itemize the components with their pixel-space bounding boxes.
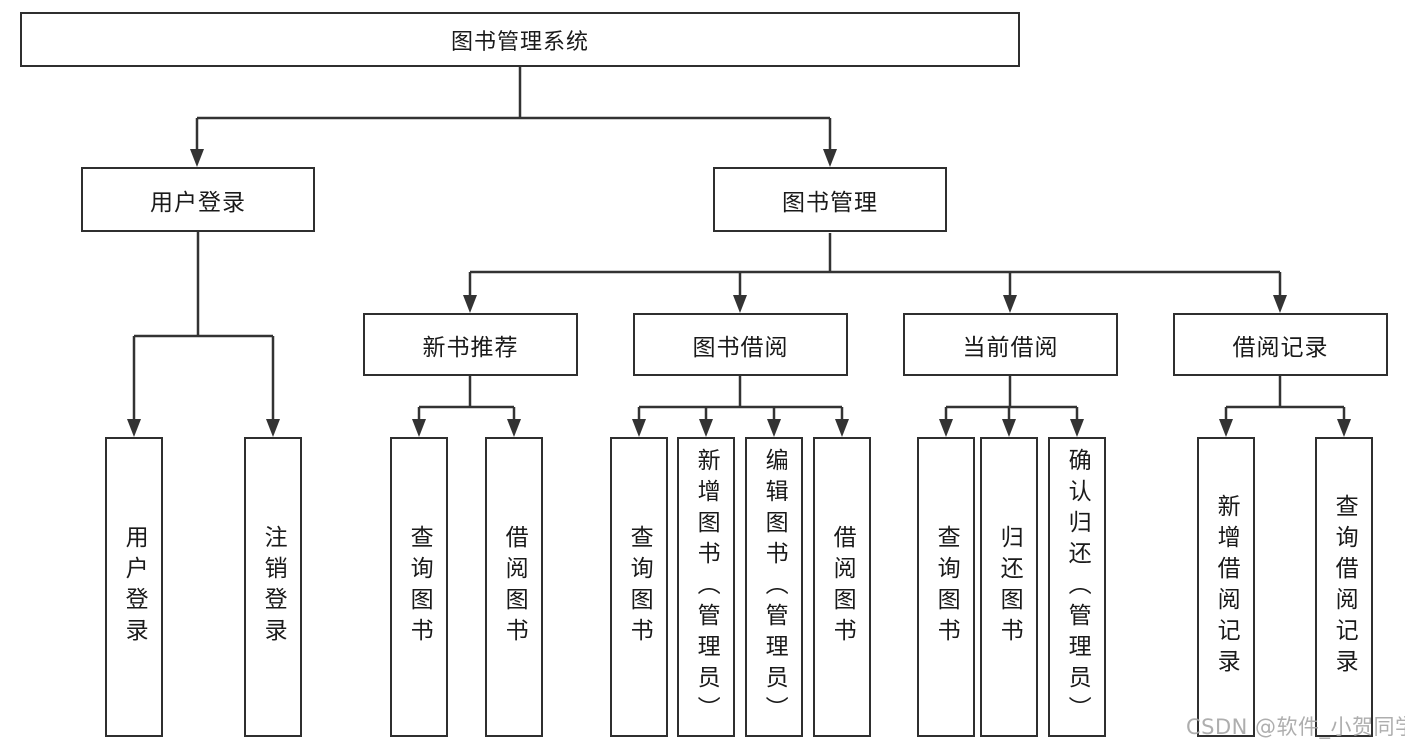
node-borrow-records: 借阅记录: [1173, 313, 1388, 376]
node-user-login-label: 用户登录: [150, 189, 246, 216]
node-book-management: 图书管理: [713, 167, 947, 232]
arrowhead: [1273, 295, 1287, 313]
node-root-label: 图书管理系统: [450, 29, 589, 55]
edges-book-mgmt-to-level2: [463, 233, 1287, 313]
leaf-logout: 注销登录: [244, 437, 302, 737]
leaf-currentborrow-query-books: 查询图书: [917, 437, 975, 737]
arrowhead: [733, 295, 747, 313]
leaf-bookborrow-edit-books-admin-label: 编辑图书（管理员）: [761, 447, 788, 727]
edges-new-books-to-leaves: [412, 376, 521, 437]
leaf-records-add-borrow-record-label: 新增借阅记录: [1213, 494, 1240, 680]
node-borrow-records-label: 借阅记录: [1232, 334, 1329, 361]
edges-current-borrow-to-leaves: [939, 376, 1084, 437]
arrowhead: [1337, 419, 1351, 437]
arrowhead: [1003, 295, 1017, 313]
leaf-bookborrow-add-books-admin-label: 新增图书（管理员）: [693, 447, 720, 727]
node-book-borrow: 图书借阅: [633, 313, 848, 376]
node-book-borrow-label: 图书借阅: [692, 334, 789, 361]
leaf-bookborrow-query-books-label: 查询图书: [626, 525, 653, 649]
arrowhead: [823, 149, 837, 167]
edges-borrow-records-to-leaves: [1219, 376, 1351, 437]
node-user-login: 用户登录: [81, 167, 315, 232]
arrowhead: [699, 419, 713, 437]
leaf-newbooks-query-books: 查询图书: [390, 437, 448, 737]
csdn-watermark: CSDN @软件_小贺同学: [1186, 715, 1405, 739]
node-root: 图书管理系统: [20, 12, 1020, 67]
leaf-records-add-borrow-record: 新增借阅记录: [1197, 437, 1255, 737]
leaf-logout-label: 注销登录: [260, 525, 287, 649]
leaf-newbooks-borrow-books-label: 借阅图书: [501, 525, 528, 649]
arrowhead: [507, 419, 521, 437]
arrowhead: [1219, 419, 1233, 437]
arrowhead: [1070, 419, 1084, 437]
node-current-borrow: 当前借阅: [903, 313, 1118, 376]
leaf-bookborrow-borrow-books: 借阅图书: [813, 437, 871, 737]
leaf-user-login: 用户登录: [105, 437, 163, 737]
leaf-user-login-label: 用户登录: [121, 525, 148, 649]
leaf-bookborrow-edit-books-admin: 编辑图书（管理员）: [745, 437, 803, 737]
leaf-currentborrow-query-books-label: 查询图书: [933, 525, 960, 649]
edges-user-login-to-leaves: [127, 232, 280, 437]
leaf-bookborrow-add-books-admin: 新增图书（管理员）: [677, 437, 735, 737]
leaf-currentborrow-confirm-return-admin: 确认归还（管理员）: [1048, 437, 1106, 737]
arrowhead: [266, 419, 280, 437]
node-current-borrow-label: 当前借阅: [962, 334, 1059, 361]
leaf-records-query-borrow-record: 查询借阅记录: [1315, 437, 1373, 737]
arrowhead: [412, 419, 426, 437]
leaf-currentborrow-confirm-return-admin-label: 确认归还（管理员）: [1064, 447, 1091, 727]
leaf-newbooks-query-books-label: 查询图书: [406, 525, 433, 649]
arrowhead: [767, 419, 781, 437]
edges-book-borrow-to-leaves: [632, 376, 849, 437]
leaf-records-query-borrow-record-label: 查询借阅记录: [1331, 494, 1358, 680]
arrowhead: [127, 419, 141, 437]
leaf-bookborrow-query-books: 查询图书: [610, 437, 668, 737]
node-book-management-label: 图书管理: [782, 189, 878, 216]
node-new-book-recommend: 新书推荐: [363, 313, 578, 376]
arrowhead: [1002, 419, 1016, 437]
edges-root-to-level1: [190, 67, 837, 167]
arrowhead: [632, 419, 646, 437]
arrowhead: [835, 419, 849, 437]
leaf-newbooks-borrow-books: 借阅图书: [485, 437, 543, 737]
node-new-book-recommend-label: 新书推荐: [422, 334, 519, 361]
leaf-bookborrow-borrow-books-label: 借阅图书: [829, 525, 856, 649]
arrowhead: [939, 419, 953, 437]
arrowhead: [190, 149, 204, 167]
leaf-currentborrow-return-books: 归还图书: [980, 437, 1038, 737]
arrowhead: [463, 295, 477, 313]
leaf-currentborrow-return-books-label: 归还图书: [996, 525, 1023, 649]
